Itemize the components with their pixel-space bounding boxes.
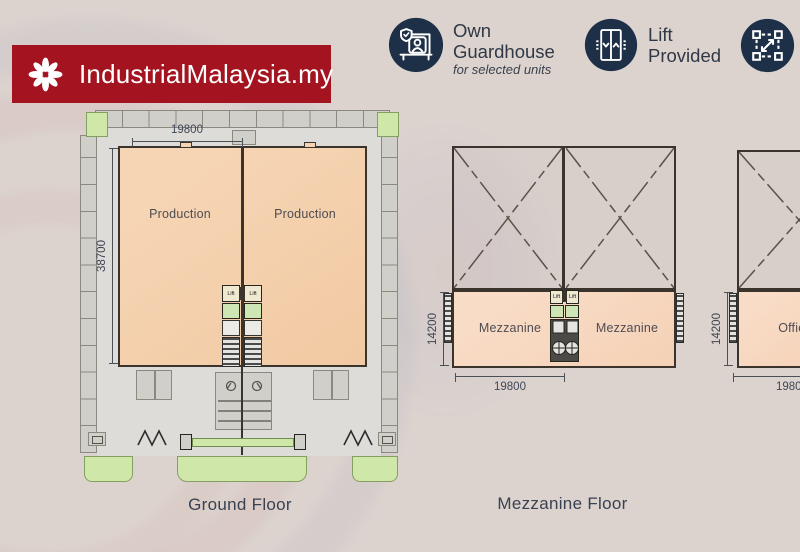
- gate-pillar: [180, 434, 192, 450]
- void-area: [737, 150, 800, 290]
- room-label: Production: [274, 207, 336, 221]
- dimension-width: 19800: [494, 381, 526, 393]
- void-cross: [566, 148, 674, 288]
- void-cross: [454, 148, 562, 288]
- office-slab: [737, 290, 800, 368]
- room-label: Office: [778, 321, 800, 335]
- mezzanine-floor-plan: Mezzanine Mezzanine Lift Lift 14200 1980…: [427, 140, 700, 400]
- door-mark: [304, 142, 316, 148]
- gate-pillar: [294, 434, 306, 450]
- first-floor-plan: Office 14200 19800: [710, 140, 800, 400]
- guardhouse-icon: [388, 17, 444, 73]
- room-label: Production: [149, 207, 211, 221]
- dimension-line-height: [724, 292, 733, 366]
- feature-guardhouse-subtitle: for selected units: [453, 62, 552, 77]
- landscape-strip: [177, 456, 307, 482]
- dimensions-icon: [740, 18, 795, 73]
- ramp-block: [215, 372, 272, 430]
- landscape-corner: [377, 112, 399, 137]
- staircase: [222, 337, 240, 367]
- dimension-height: 14200: [711, 313, 723, 345]
- dimension-width: 19800: [776, 381, 800, 393]
- ground-floor-plan: Production Production Lift Lift 19800 38…: [80, 108, 406, 486]
- brand-banner: IndustrialMalaysia.my: [12, 45, 334, 103]
- guard-post: [88, 432, 106, 446]
- void-cross: [739, 152, 800, 288]
- guard-post: [378, 432, 396, 446]
- gate-symbol: [137, 429, 167, 447]
- landscape-strip: [352, 456, 398, 482]
- washroom-fixtures: [222, 320, 240, 336]
- toilet: [222, 303, 240, 319]
- staircase: [244, 337, 262, 367]
- room-label: Mezzanine: [595, 321, 659, 335]
- dimension-height: 14200: [427, 313, 439, 345]
- dimension-line-width: [132, 138, 243, 147]
- gate-symbol: [343, 429, 373, 447]
- toilet: [244, 303, 262, 319]
- parking-bay: [313, 370, 349, 400]
- lift-icon: [584, 18, 638, 72]
- parking-bay: [136, 370, 172, 400]
- flower-icon: [28, 57, 63, 91]
- fence-top: [95, 110, 390, 128]
- lift-shaft: Lift: [222, 285, 240, 302]
- side-staircase: [444, 293, 452, 343]
- feature-guardhouse-title: Own Guardhouse: [453, 20, 555, 62]
- dimension-line-depth: [109, 148, 118, 364]
- lot-divider: [241, 367, 243, 455]
- ramp-detail: [218, 380, 271, 422]
- lift-shaft: Lift: [566, 290, 579, 304]
- dimension-line-width: [455, 373, 565, 382]
- toilet: [550, 305, 564, 318]
- void-divider: [562, 146, 565, 290]
- stair-core: [550, 319, 579, 362]
- dimension-line-height: [440, 292, 449, 366]
- gate-strip: [192, 438, 294, 447]
- fence-left: [80, 135, 97, 453]
- dimension-line-width: [733, 373, 800, 382]
- lift-shaft: Lift: [550, 290, 563, 304]
- landscape-strip: [84, 456, 133, 482]
- door-mark: [180, 142, 192, 148]
- spiral-stairs: [552, 320, 579, 355]
- dimension-depth: 38700: [96, 240, 108, 272]
- side-staircase: [729, 293, 737, 343]
- room-label: Mezzanine: [478, 321, 542, 335]
- core-divider: [562, 292, 567, 302]
- toilet: [565, 305, 579, 318]
- party-wall: [241, 146, 244, 367]
- ground-floor-caption: Ground Floor: [188, 495, 292, 514]
- brand-name: IndustrialMalaysia.my: [79, 58, 334, 89]
- lift-shaft: Lift: [244, 285, 262, 302]
- washroom-fixtures: [244, 320, 262, 336]
- side-staircase: [676, 293, 684, 343]
- dimension-width: 19800: [171, 124, 203, 136]
- landscape-corner: [86, 112, 108, 137]
- entrance-canopy: [232, 130, 256, 145]
- fence-right: [381, 135, 398, 453]
- mezzanine-floor-caption: Mezzanine Floor: [497, 494, 628, 513]
- feature-lift-title: Lift Provided: [648, 24, 722, 66]
- core-divider: [239, 287, 245, 300]
